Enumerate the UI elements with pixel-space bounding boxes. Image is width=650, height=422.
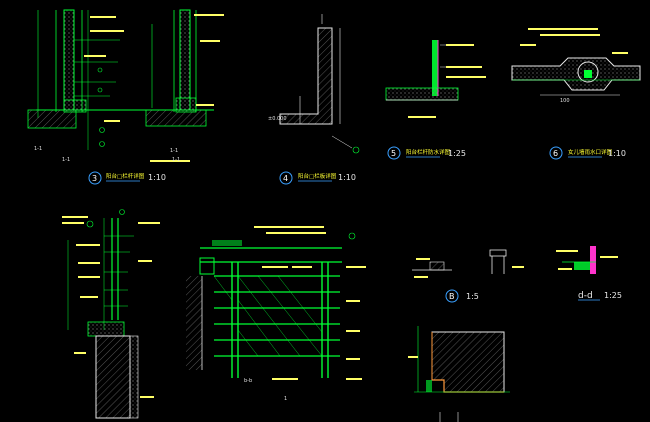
detail-3-railing: 1-1 1-1 3 阳台□栏杆详图 1:10 <box>27 9 224 185</box>
corner-wall-hatch <box>431 331 505 393</box>
parapet-base <box>95 335 131 419</box>
detail-4-marker <box>279 171 293 185</box>
detail-6-title: 女儿墙雨水口详图 <box>568 148 613 156</box>
detail-4-title: 阳台□栏板详图 <box>298 172 337 180</box>
detail-b-scale: 1:5 <box>466 292 479 301</box>
detail-4-parapet: ±0.000 4 阳台□栏板详图 1:10 <box>268 14 360 185</box>
railing-section-bottom-left <box>62 209 160 419</box>
detail-3-scale: 1:10 <box>148 173 166 182</box>
parapet-section <box>279 27 333 125</box>
detail-b-number: B <box>449 292 455 301</box>
detail-dd: d-d 1:25 <box>556 246 622 301</box>
wall-section-right <box>179 9 191 111</box>
detail-4-number: 4 <box>283 174 288 183</box>
detail-5-waterproof: 5 阳台栏杆防水详图 1:25 <box>385 40 486 160</box>
detail-5-scale: 1:25 <box>448 149 466 158</box>
detail-dd-label: d-d <box>578 291 593 301</box>
outlet-section <box>511 57 641 91</box>
corner-wall-section <box>408 326 510 422</box>
detail-5-number: 5 <box>391 149 396 158</box>
svg-text:±0.000: ±0.000 <box>268 116 287 122</box>
detail-5-marker <box>387 146 401 160</box>
section-label-bb: b-b <box>244 378 252 384</box>
detail-6-scale: 1:10 <box>608 149 626 158</box>
svg-text:1-1: 1-1 <box>34 146 42 152</box>
detail-4-scale: 1:10 <box>338 173 356 182</box>
detail-5-title: 阳台栏杆防水详图 <box>406 148 451 156</box>
section-label-1: 1-1 <box>62 157 70 163</box>
svg-text:100: 100 <box>560 98 570 104</box>
slab-section <box>385 87 459 101</box>
detail-6-number: 6 <box>553 149 558 158</box>
detail-dd-scale: 1:25 <box>604 291 622 300</box>
detail-6-marker <box>549 146 563 160</box>
wall-section-left <box>63 9 75 111</box>
svg-text:1-1: 1-1 <box>170 148 178 154</box>
railing-wall-hatch <box>186 276 202 370</box>
detail-b-bracket: B 1:5 <box>412 249 524 303</box>
detail-b-marker <box>445 289 459 303</box>
detail-6-rain-outlet: 100 6 女儿墙雨水口详图 1:10 <box>511 28 641 160</box>
detail-3-title: 阳台□栏杆详图 <box>106 172 145 180</box>
svg-text:1: 1 <box>284 396 287 402</box>
detail-3-number: 3 <box>92 174 97 183</box>
detail-3-marker <box>88 171 102 185</box>
railing-elevation: 1 <box>186 226 366 402</box>
section-label-2: 1-1 <box>172 157 180 163</box>
